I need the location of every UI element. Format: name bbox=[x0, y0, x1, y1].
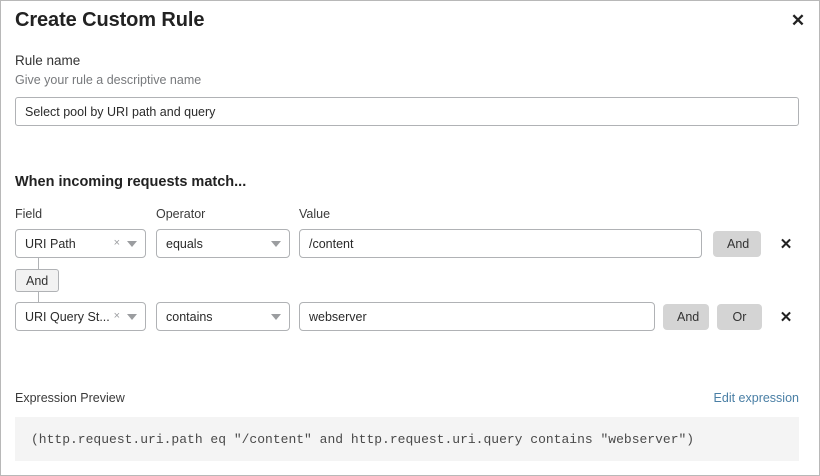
value-input-2[interactable] bbox=[299, 302, 655, 331]
delete-row-2-icon[interactable]: ✕ bbox=[779, 308, 793, 326]
rule-name-group: Rule name Give your rule a descriptive n… bbox=[15, 53, 799, 126]
condition-column-headers: Field Operator Value bbox=[1, 207, 819, 223]
operator-select-1-value: equals bbox=[166, 236, 203, 251]
expression-preview-code: (http.request.uri.path eq "/content" and… bbox=[31, 431, 695, 447]
connector-line-bottom bbox=[38, 292, 39, 304]
field-select-2[interactable]: URI Query St... × bbox=[15, 302, 146, 331]
connector-and-badge[interactable]: And bbox=[15, 269, 60, 292]
rule-name-label: Rule name bbox=[15, 53, 81, 68]
operator-select-2-value: contains bbox=[166, 309, 213, 324]
column-header-operator: Operator bbox=[156, 207, 206, 221]
column-header-field: Field bbox=[15, 207, 43, 221]
column-header-value: Value bbox=[299, 207, 331, 221]
condition-row: URI Path × equals And ✕ bbox=[1, 229, 819, 258]
expression-preview-label: Expression Preview bbox=[15, 391, 125, 405]
row-1-and-button[interactable]: And bbox=[713, 231, 761, 257]
rule-name-input[interactable] bbox=[15, 97, 799, 126]
chevron-down-icon[interactable] bbox=[127, 240, 137, 247]
rule-name-description: Give your rule a descriptive name bbox=[15, 73, 202, 87]
dialog-title: Create Custom Rule bbox=[15, 9, 205, 31]
operator-select-1[interactable]: equals bbox=[156, 229, 290, 258]
edit-expression-link[interactable]: Edit expression bbox=[713, 391, 799, 405]
operator-select-2[interactable]: contains bbox=[156, 302, 290, 331]
chevron-down-icon[interactable] bbox=[271, 240, 281, 247]
delete-row-1-icon[interactable]: ✕ bbox=[779, 235, 793, 253]
chevron-down-icon[interactable] bbox=[271, 313, 281, 320]
expression-preview-header: Expression Preview Edit expression bbox=[15, 391, 799, 407]
connector-line-top bbox=[38, 258, 39, 269]
field-select-1[interactable]: URI Path × bbox=[15, 229, 146, 258]
condition-row: URI Query St... × contains And Or ✕ bbox=[1, 302, 819, 331]
clear-icon[interactable]: × bbox=[113, 237, 120, 249]
chevron-down-icon[interactable] bbox=[127, 313, 137, 320]
value-input-1[interactable] bbox=[299, 229, 702, 258]
field-select-2-value: URI Query St... bbox=[25, 309, 110, 324]
condition-connector: And bbox=[15, 258, 135, 304]
expression-preview-box: (http.request.uri.path eq "/content" and… bbox=[15, 417, 799, 461]
close-icon[interactable]: ✕ bbox=[790, 10, 806, 30]
row-2-or-button[interactable]: Or bbox=[717, 304, 762, 330]
clear-icon[interactable]: × bbox=[113, 310, 120, 322]
match-section-heading: When incoming requests match... bbox=[15, 174, 247, 190]
field-select-1-value: URI Path bbox=[25, 236, 76, 251]
row-2-and-button[interactable]: And bbox=[663, 304, 709, 330]
